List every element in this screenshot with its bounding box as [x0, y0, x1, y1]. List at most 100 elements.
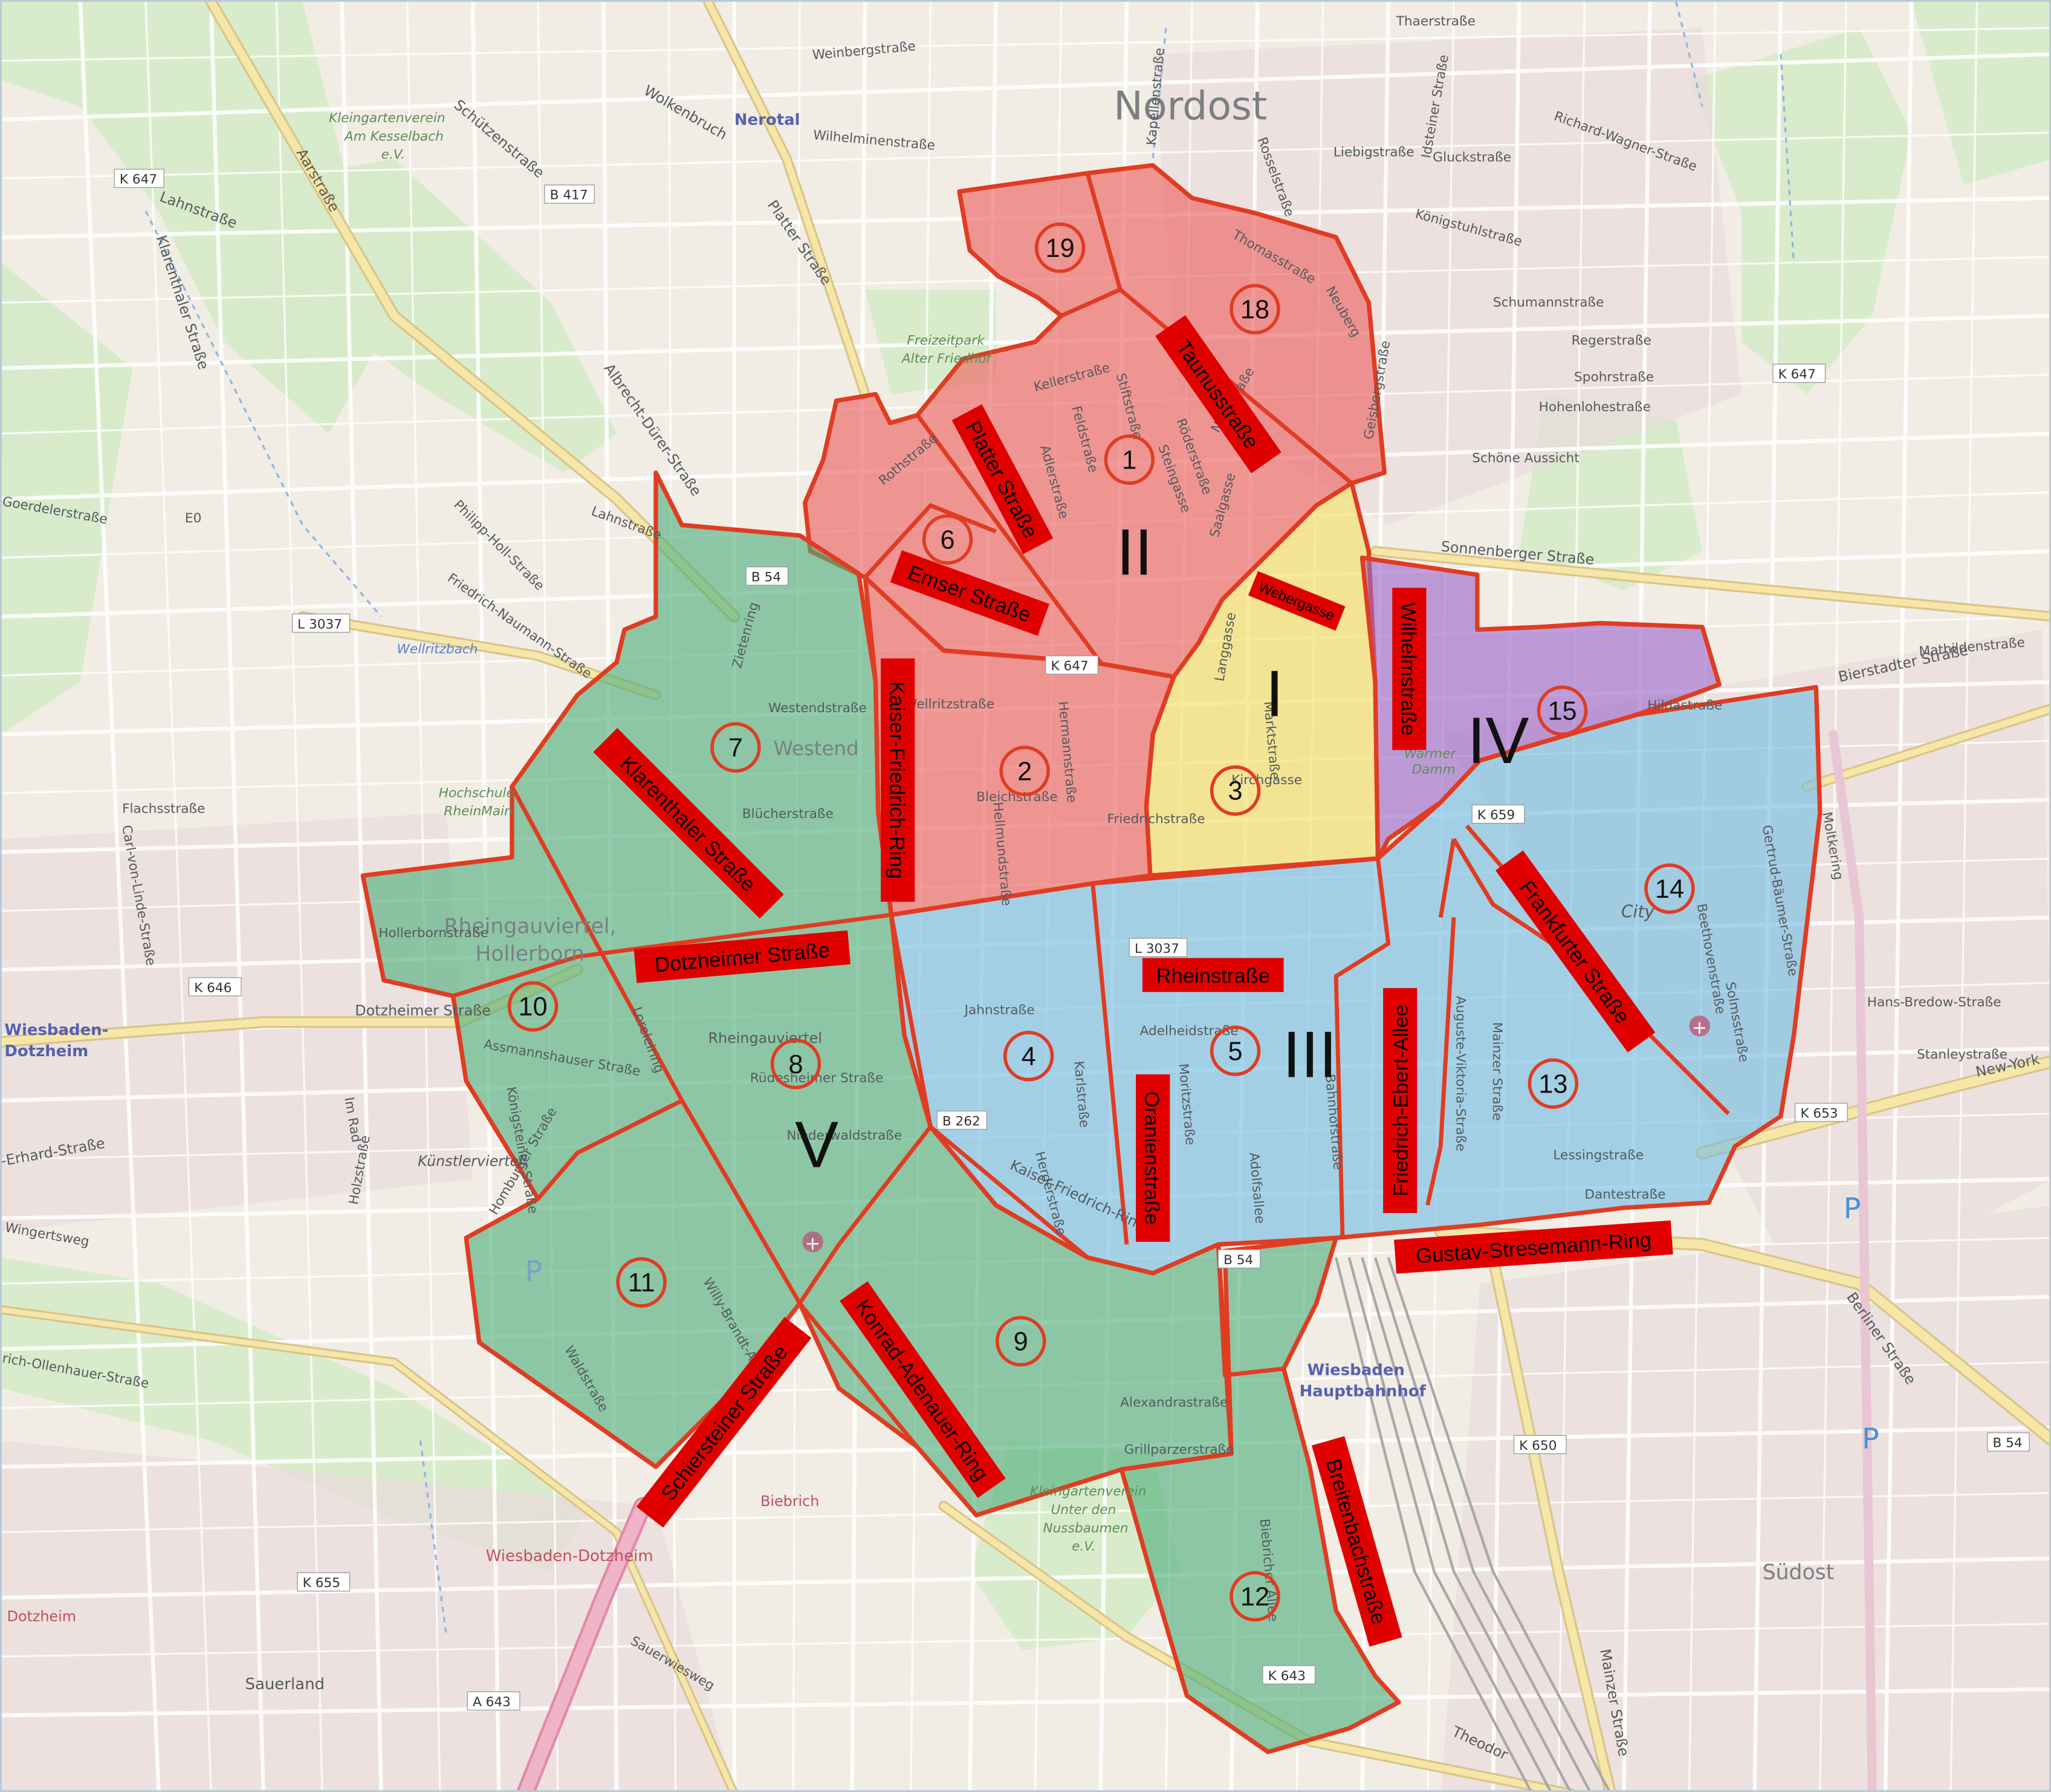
zone-circle-9[interactable]: 9: [995, 1316, 1046, 1367]
street-hans-bredow: Hans-Bredow-Straße: [1867, 995, 2001, 1010]
zone-number-19: 19: [1046, 234, 1075, 263]
label-westend: Westend: [774, 737, 859, 760]
street-lessing: Lessingstraße: [1553, 1148, 1644, 1163]
street-hildastr: Hildastraße: [1647, 698, 1722, 713]
zone-circle-1[interactable]: 1: [1104, 434, 1155, 485]
label-wilhelmstrasse[interactable]: Wilhelmstraße: [1392, 588, 1427, 750]
basemap-labels: Nordost Nerotal Westend Rheingauviertel,…: [4, 84, 1834, 1693]
label-nerotal: Nerotal: [734, 111, 800, 129]
district-numeral-i: I: [1265, 657, 1283, 730]
street-stanley: Stanleystraße: [1917, 1047, 2007, 1062]
ref-a643: A 643: [473, 1695, 511, 1710]
basemap-streams: [144, 2, 1795, 1637]
ref-b417: B 417: [550, 188, 588, 203]
zone-number-5: 5: [1228, 1037, 1243, 1066]
label-hauptbahnhof-1: Wiesbaden: [1307, 1362, 1405, 1380]
ref-k647-b: K 647: [1778, 367, 1816, 382]
zone-12-area[interactable]: [1119, 1235, 1401, 1755]
zone-number-6: 6: [940, 525, 954, 554]
street-flachs: Flachsstraße: [122, 801, 205, 816]
label-oranienstrasse[interactable]: Oranienstraße: [1136, 1074, 1170, 1242]
label-hauptbahnhof-2: Hauptbahnhof: [1300, 1382, 1427, 1400]
street-mauritius: Mainzer Straße: [1489, 1022, 1505, 1121]
label-kuenstlerviertel: Künstlerviertel: [418, 1153, 523, 1170]
zone-circle-14[interactable]: 14: [1644, 863, 1695, 914]
zone-circle-8[interactable]: 8: [770, 1039, 821, 1089]
label-nordost: Nordost: [1113, 84, 1267, 129]
street-viktoria: Auguste-Viktoria-Straße: [1453, 996, 1468, 1151]
label-hollerborn: Hollerborn: [475, 942, 585, 966]
street-alexandra: Alexandrastraße: [1120, 1395, 1228, 1411]
street-liebig: Liebigstraße: [1333, 144, 1414, 160]
svg-text:Friedrich-Ebert-Allee: Friedrich-Ebert-Allee: [1390, 1005, 1413, 1196]
zone-circle-18[interactable]: 18: [1230, 284, 1280, 335]
ref-k643: K 643: [1268, 1669, 1306, 1684]
district-numeral-iv: IV: [1467, 704, 1529, 777]
street-niederwald: Niederwaldstraße: [786, 1128, 902, 1143]
zone-circle-15[interactable]: 15: [1537, 685, 1588, 736]
svg-text:Wilhelmstraße: Wilhelmstraße: [1396, 602, 1419, 736]
street-westend: Westendstraße: [768, 701, 867, 716]
label-kaiser-friedrich-ring[interactable]: Kaiser-Friedrich-Ring: [881, 658, 915, 902]
zone-circle-5[interactable]: 5: [1210, 1025, 1261, 1076]
district-numeral-ii: II: [1116, 516, 1153, 589]
ref-k659: K 659: [1477, 808, 1515, 823]
ref-k646: K 646: [194, 981, 232, 996]
svg-text:Oranienstraße: Oranienstraße: [1140, 1091, 1163, 1225]
zone-number-2: 2: [1017, 757, 1032, 786]
street-wellritz: Wellritzstraße: [904, 696, 994, 712]
label-kleingarten-1: Kleingartenverein: [329, 111, 446, 126]
zone-circle-19[interactable]: 19: [1034, 222, 1086, 273]
zone-circle-12[interactable]: 12: [1230, 1571, 1280, 1622]
road-ref-badges: K 647 B 417 B 54 L 3037 K 646 K 647 K 64…: [114, 169, 2030, 1711]
zone-circle-2[interactable]: 2: [999, 745, 1050, 796]
label-rheingauviertel: Rheingauviertel,: [444, 914, 616, 938]
svg-text:Kaiser-Friedrich-Ring: Kaiser-Friedrich-Ring: [885, 681, 908, 879]
zone-circle-3[interactable]: 3: [1210, 765, 1261, 816]
street-dante: Dantestraße: [1584, 1187, 1665, 1203]
street-dotzheimer-w: Dotzheimer Straße: [355, 1002, 491, 1019]
street-bluecher: Blücherstraße: [742, 807, 834, 822]
zone-number-13: 13: [1538, 1070, 1567, 1099]
street-kirchgasse: Kirchgasse: [1231, 773, 1302, 788]
label-rheinstrasse[interactable]: Rheinstraße: [1142, 958, 1284, 992]
church-icon: [1689, 1015, 1711, 1037]
zone-number-1: 1: [1122, 446, 1136, 475]
street-jahn: Jahnstraße: [964, 1003, 1035, 1018]
ref-k647-c: K 647: [1051, 659, 1088, 674]
zone-circle-13[interactable]: 13: [1528, 1058, 1579, 1109]
label-friedrich-ebert-allee[interactable]: Friedrich-Ebert-Allee: [1383, 988, 1418, 1213]
street-schumann: Schumannstraße: [1493, 295, 1604, 310]
label-city: City: [1621, 901, 1654, 921]
svg-text:Rheinstraße: Rheinstraße: [1156, 965, 1271, 988]
zone-number-3: 3: [1228, 777, 1243, 806]
zone-number-14: 14: [1655, 875, 1684, 904]
label-wellritzbach: Wellritzbach: [397, 641, 478, 657]
zone-circle-11[interactable]: 11: [616, 1257, 667, 1308]
street-hohenlohe: Hohenlohestraße: [1539, 400, 1651, 415]
map-symbols: + + P P P: [525, 1015, 1879, 1456]
parking-icon-2: P: [1862, 1423, 1879, 1456]
district-numeral-iii: III: [1283, 1018, 1337, 1091]
label-wiesbaden-dotzheim-1: Wiesbaden-: [4, 1021, 108, 1039]
zone-circle-4[interactable]: 4: [1003, 1031, 1054, 1082]
ref-b54-b: B 54: [1223, 1253, 1253, 1268]
zone-circle-6[interactable]: 6: [922, 514, 973, 565]
label-kleingarten-3: e.V.: [381, 148, 405, 163]
label-wiesbaden-dotzheim-red: Wiesbaden-Dotzheim: [486, 1547, 653, 1565]
zone-number-15: 15: [1547, 697, 1576, 726]
street-spohr: Spohrstraße: [1574, 369, 1654, 385]
zone-number-8: 8: [788, 1050, 803, 1079]
label-warmer-2: Damm: [1412, 762, 1456, 777]
zone-circle-7[interactable]: 7: [710, 722, 761, 773]
label-freizeitpark-2: Alter Friedhof: [901, 351, 993, 366]
label-biebrich: Biebrich: [760, 1493, 819, 1510]
svg-text:+: +: [1692, 1018, 1707, 1039]
zone-circle-10[interactable]: 10: [507, 981, 559, 1032]
street-regers: Regerstraße: [1572, 333, 1651, 348]
zone-number-18: 18: [1240, 296, 1269, 325]
zone-number-4: 4: [1022, 1042, 1036, 1071]
